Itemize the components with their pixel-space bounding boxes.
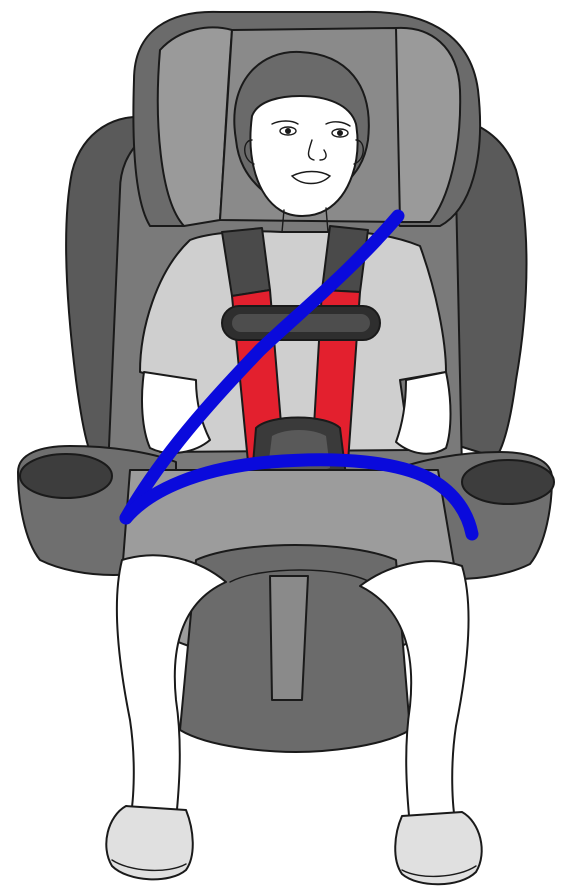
left-cupholder [20, 454, 112, 498]
child-shoes [106, 806, 481, 884]
crotch-strap-lower [270, 576, 308, 700]
child-left-pupil [285, 128, 291, 134]
right-cupholder [462, 460, 554, 504]
child-left-shoe [106, 806, 192, 879]
child-right-pupil [337, 130, 343, 136]
